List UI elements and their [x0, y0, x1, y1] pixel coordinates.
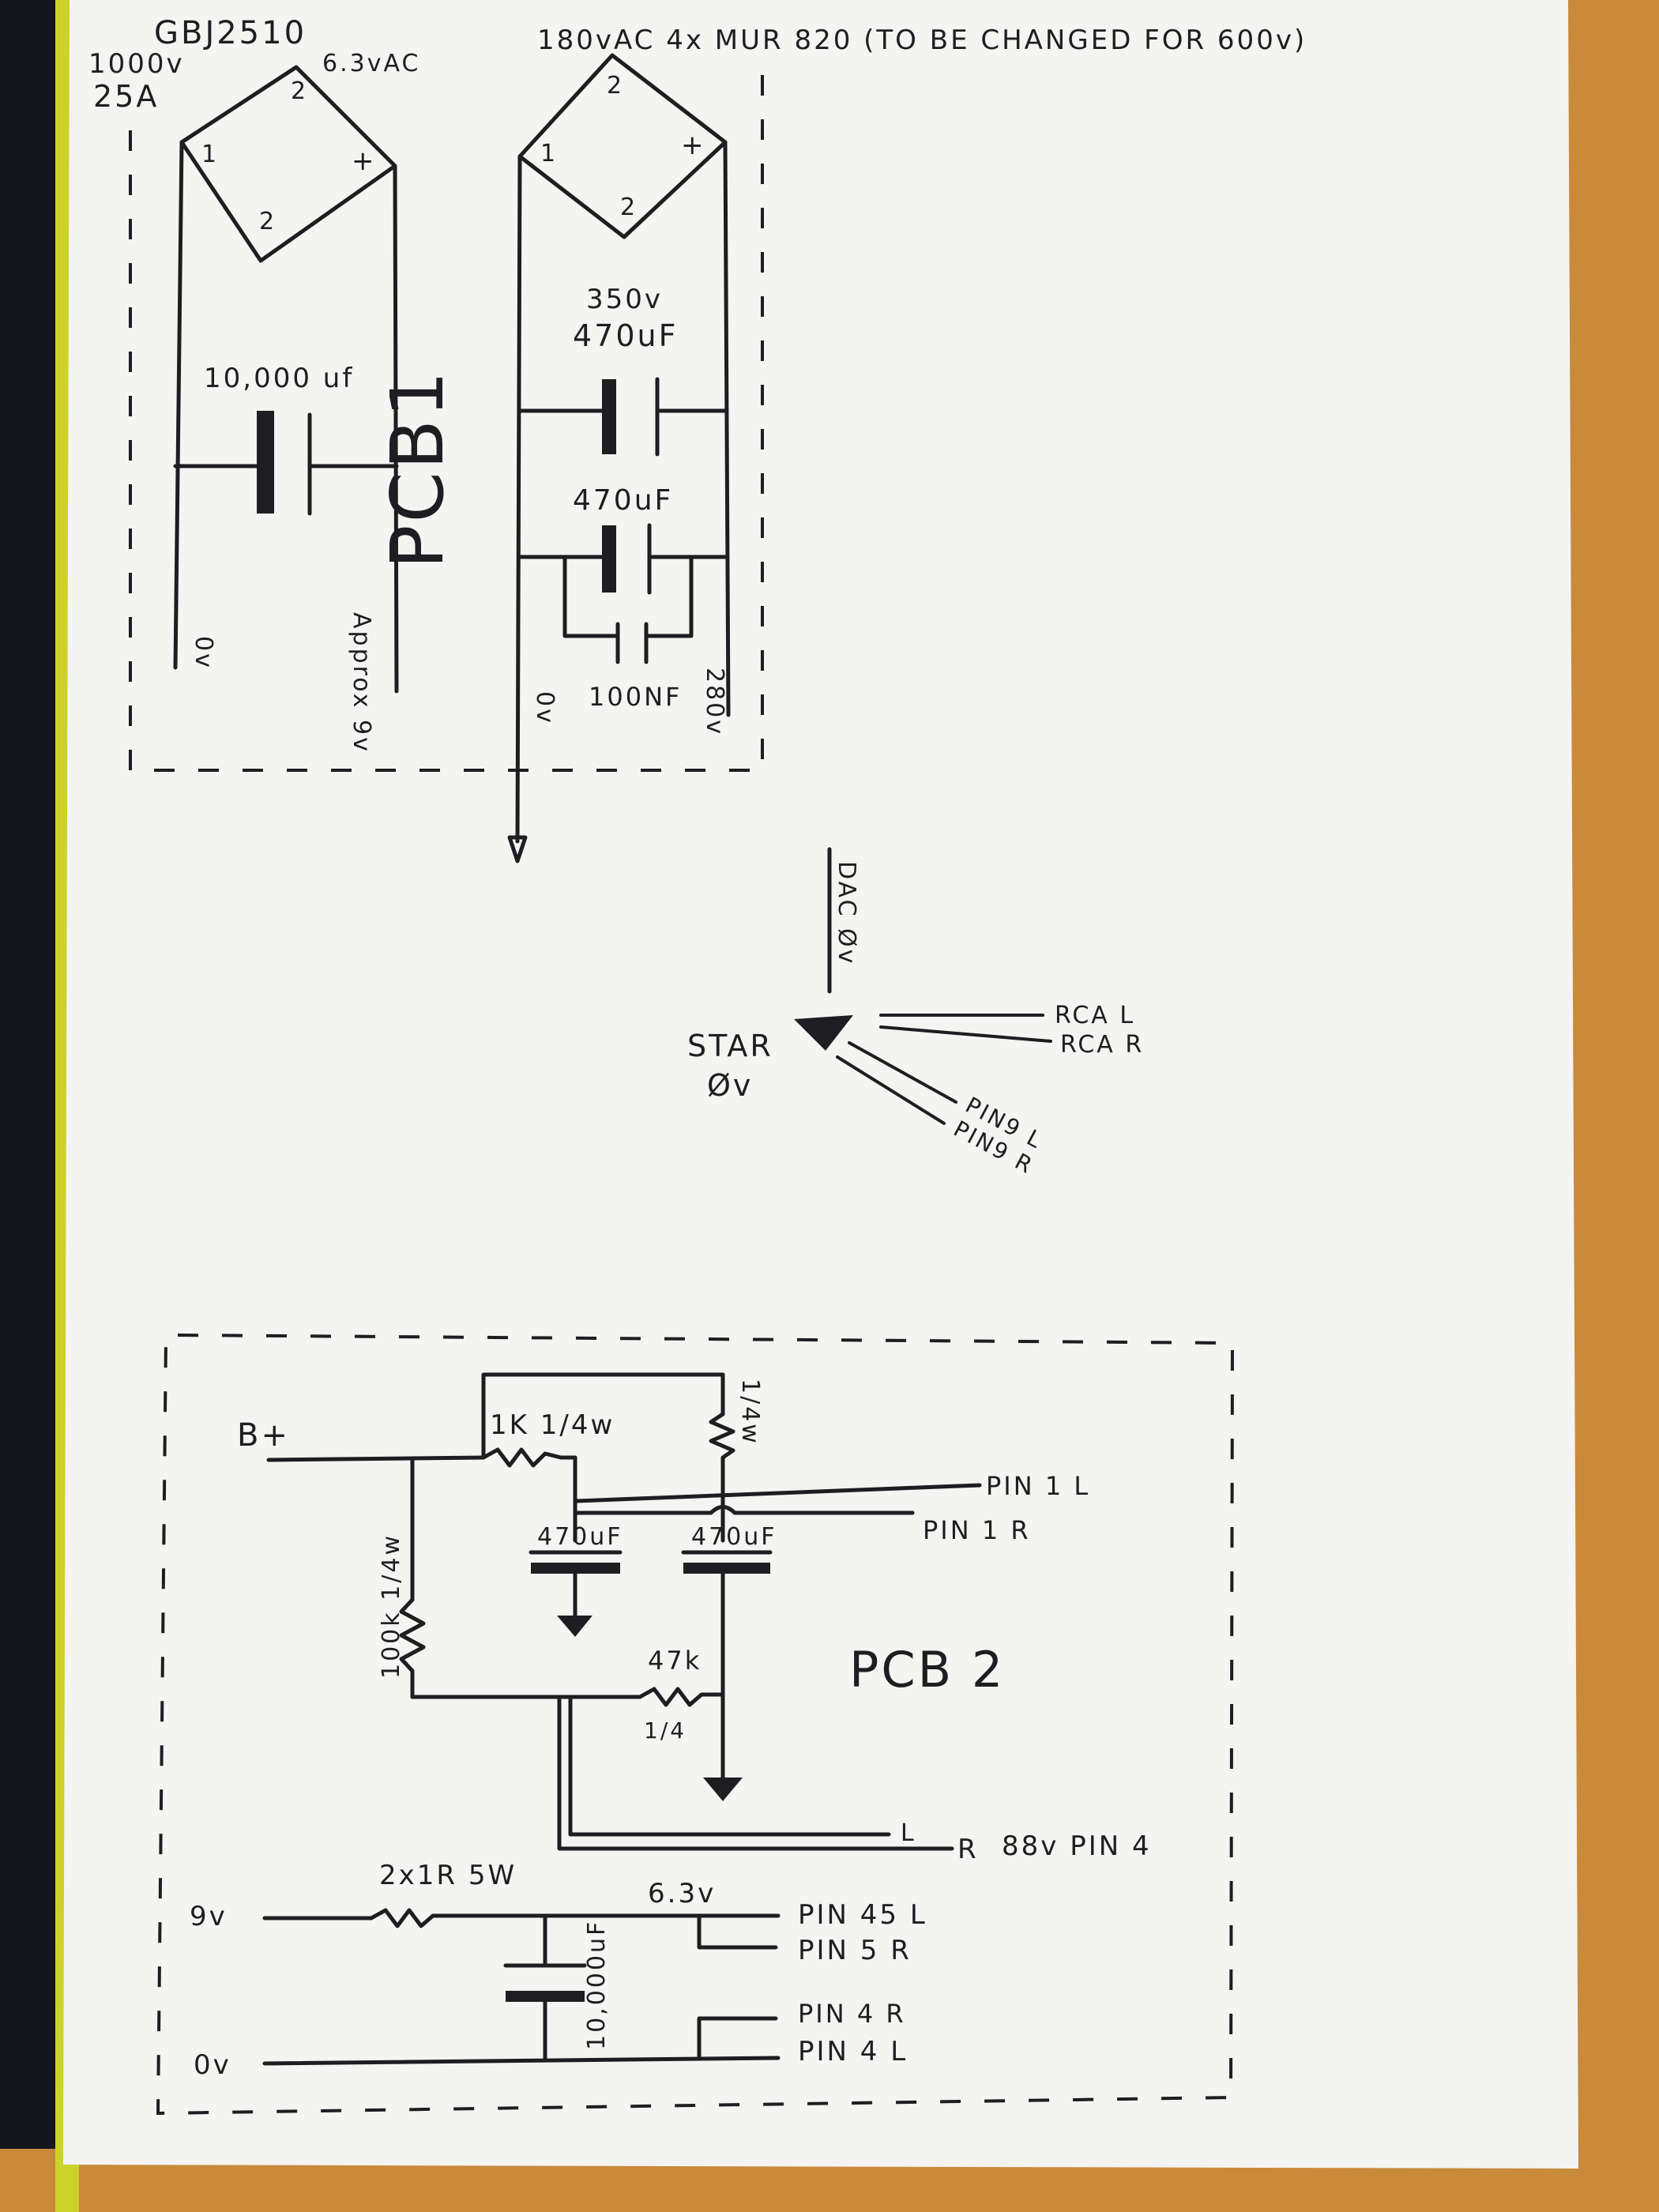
bridge-pin-plus: + [352, 145, 377, 177]
pcb1-label: PCB1 [375, 369, 460, 569]
cap-right-value: 470uF [691, 1523, 777, 1551]
pin-4-r-wire [697, 2016, 778, 2060]
cap-right-plate-bottom [683, 1563, 770, 1574]
out-r-wire [557, 1695, 954, 1851]
out-88v-label: 88v PIN 4 [1002, 1830, 1152, 1862]
ht-heading: 180vAC 4x MUR 820 (TO BE CHANGED FOR 600… [537, 24, 1307, 56]
ht-cap1-value: 470uF [573, 318, 678, 353]
pcb1-section: PCB1 GBJ2510 1000v 25A 6.3vAC 2 1 + 2 10… [88, 15, 1307, 863]
resistor-1k [481, 1447, 577, 1468]
rca-l-label: RCA L [1055, 1002, 1135, 1029]
cap-bottom-plate-bottom [506, 1991, 585, 2002]
heater-6v3-label: 6.3v [648, 1878, 716, 1909]
ht-pin-2-top: 2 [607, 72, 624, 100]
bridge-part-label: GBJ2510 [154, 15, 307, 51]
heater-positive-rail [393, 164, 399, 694]
in-0v-label: 0v [194, 2049, 231, 2081]
ht-cap2-plate-negative [602, 525, 616, 592]
star-ground-section: DAC Øv STAR Øv RCA L RCA R PIN9 L PIN9 R [687, 847, 1144, 1179]
resistor-2x1r [369, 1908, 486, 1928]
ht-0v-rail [515, 154, 522, 844]
ht-positive-rail [723, 140, 731, 717]
pin9-r-wire [836, 1055, 946, 1125]
ht-cap3-value: 100NF [589, 682, 682, 712]
out-l-label: L [901, 1819, 916, 1847]
ht-280v-label: 280v [701, 668, 728, 736]
resistor-47k-watt: 1/4 [644, 1717, 687, 1744]
pcb2-outline [156, 1334, 1235, 2116]
pin-5-l-label: PIN 45 L [798, 1899, 927, 1931]
b-plus-label: B+ [237, 1417, 290, 1454]
bridge-current-rating: 25A [93, 79, 159, 114]
bridge-pin-2-bottom: 2 [259, 208, 276, 235]
in-9v-label: 9v [190, 1901, 228, 1932]
heater-approx-9v-label: Approx 9v [348, 612, 375, 754]
bridge-voltage-rating: 1000v [88, 48, 185, 80]
out-l-wire [568, 1695, 891, 1837]
pin-5-r-label: PIN 5 R [798, 1935, 912, 1966]
dac-0v-label: DAC Øv [833, 861, 860, 965]
star-label-line1: STAR [687, 1029, 773, 1063]
resistor-1k-label: 1K 1/4w [490, 1409, 615, 1441]
pin-1-l-wire [574, 1483, 982, 1503]
heater-bridge-diamond [179, 65, 397, 263]
pcb1-outline [129, 75, 764, 772]
heater-0v-label: 0v [190, 636, 217, 670]
ht-cap3-wire-right [644, 555, 694, 638]
ht-cap1-plate-negative [602, 379, 616, 454]
bridge-pin-1: 1 [201, 141, 219, 168]
cap-left-plate-bottom [531, 1563, 620, 1574]
heater-cap-value: 10,000 uf [204, 363, 354, 394]
pin9-l-wire [848, 1041, 957, 1104]
paper-sheet [63, 0, 1578, 2169]
resistor-100k [399, 1597, 426, 1699]
resistor-2x1r-label: 2x1R 5W [379, 1860, 517, 1891]
rca-r-wire [879, 1025, 1052, 1043]
ht-0v-label: 0v [531, 691, 559, 725]
cap-bottom-value: 10,000uF [583, 1920, 611, 2050]
cap-left-value: 470uF [537, 1523, 623, 1551]
pin-5-r-wire [697, 1913, 778, 1950]
pcb2-section: PCB 2 B+ 1K 1/4w 1/4w PIN 1 L PIN 1 R 47… [156, 1334, 1235, 2116]
star-label-line2: Øv [707, 1068, 753, 1103]
ht-cap1-voltage: 350v [586, 284, 663, 315]
resistor-top-right [709, 1412, 735, 1468]
heater-0v-rail [173, 140, 184, 670]
heater-ac-input-label: 6.3vAC [322, 50, 420, 77]
pin-4-r-label: PIN 4 R [798, 1999, 906, 2029]
resistor-100k-label: 100k 1/4w [378, 1533, 405, 1679]
heater-cap-plate-negative [257, 411, 274, 514]
in-0v-wire [262, 2056, 781, 2066]
ht-pin-2-bottom: 2 [620, 194, 638, 221]
top-bypass-wire [481, 1372, 725, 1460]
resistor-47k-label: 47k [648, 1646, 702, 1676]
ht-cap3-wire-left [562, 555, 619, 638]
pin-4-l-label: PIN 4 L [798, 2036, 908, 2067]
bridge-pin-2-top: 2 [291, 77, 308, 105]
rca-r-label: RCA R [1060, 1031, 1144, 1059]
ht-bridge-diamond [517, 53, 728, 239]
star-ground-point [794, 1015, 853, 1051]
resistor-top-right-label: 1/4w [736, 1379, 764, 1446]
pin-1-l-label: PIN 1 L [986, 1471, 1090, 1501]
ht-bridge-rectifier: 180vAC 4x MUR 820 (TO BE CHANGED FOR 600… [507, 24, 1307, 863]
ht-pin-plus: + [681, 130, 706, 161]
pin-1-r-wire [574, 1505, 915, 1515]
ht-pin-1: 1 [540, 140, 558, 167]
pin-1-r-label: PIN 1 R [923, 1515, 1031, 1545]
cap-right-ground [703, 1778, 743, 1801]
ht-cap2-value: 470uF [573, 484, 673, 517]
resistor-47k [638, 1687, 725, 1707]
pcb2-label: PCB 2 [849, 1641, 1005, 1698]
b-plus-wire [266, 1455, 486, 1462]
heater-bridge-rectifier: GBJ2510 1000v 25A 6.3vAC 2 1 + 2 10,000 … [88, 15, 420, 754]
ht-ground-arrow [507, 835, 528, 863]
out-r-label: R [957, 1834, 979, 1865]
cap-left-ground [557, 1616, 592, 1637]
